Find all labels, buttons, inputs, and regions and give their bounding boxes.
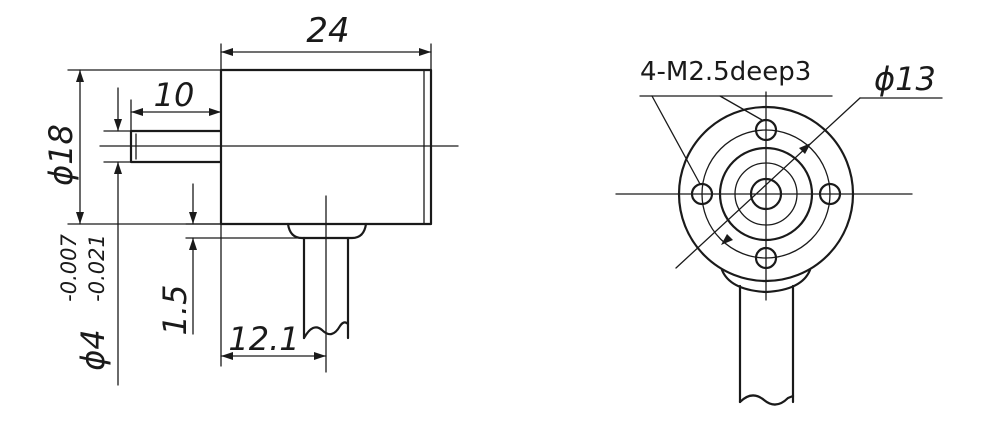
dim-cable-position-12-1: 12.1 [228,320,299,358]
front-cable-break [738,394,795,406]
dim4-arrow-top [114,119,122,131]
dim-bolt-circle-13: ϕ13 [874,60,936,98]
dim24-arrow-right [419,48,431,56]
dim-shaft-tol-lower: -0.021 [85,234,109,302]
cable-break [302,321,350,340]
dim13-arrow-lower [721,234,733,245]
cable-boot [286,222,368,240]
dim-shaft-tol-upper: -0.007 [57,234,81,302]
note-mounting-holes: 4-M2.5deep3 [640,57,811,87]
dim-cable-offset-1-5: 1.5 [156,285,194,336]
front-view: 4-M2.5deep3 ϕ13 [615,57,943,406]
side-view: 24 10 ϕ18 ϕ4 -0.007 -0.021 1.5 [42,11,459,386]
dim-shaft-length-10: 10 [154,76,195,114]
dim-shaft-diameter-4: ϕ4 [74,329,112,370]
dim15-arrow-top [189,212,197,224]
dim13-diagonal [675,97,861,269]
dim-length-24: 24 [306,11,349,51]
dim18-arrow-bottom [76,212,84,224]
dim15-arrow-bottom [189,238,197,250]
dim10-arrow-right [209,108,221,116]
dim-body-diameter-18: ϕ18 [42,124,80,186]
note-holes-leader-top [719,95,763,121]
dim4-arrow-bottom [114,162,122,174]
dim10-arrow-left [131,108,143,116]
dim24-arrow-left [221,48,233,56]
note-holes-leader-left [651,95,701,185]
dim121-arrow-right [314,352,326,360]
dim13-arrow-upper [799,143,811,154]
dim18-arrow-top [76,70,84,82]
dim121-arrow-left [221,352,233,360]
